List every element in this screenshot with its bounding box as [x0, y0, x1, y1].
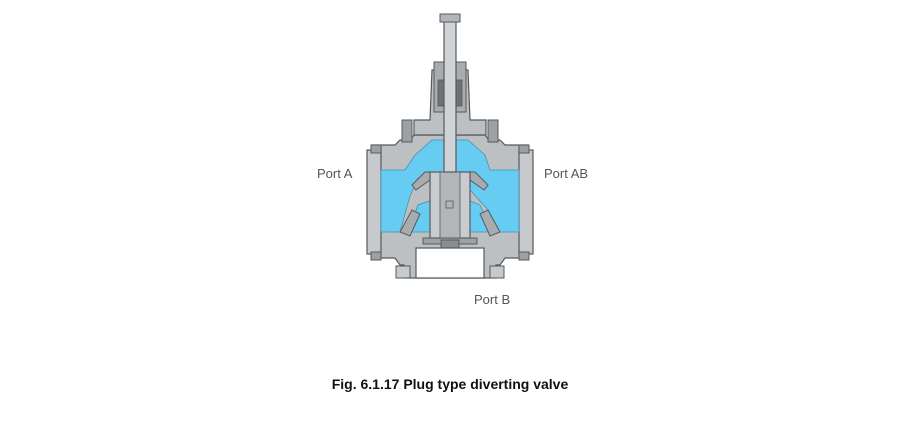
stem-top-cap [439, 13, 461, 23]
figure-caption: Fig. 6.1.17 Plug type diverting valve [331, 376, 569, 392]
port-ab-flange-lip-top [518, 144, 530, 154]
port-a-label: Port A [317, 166, 353, 181]
port-ab-flange-lip-bottom [518, 251, 530, 261]
port-a-flange-lip-bottom [370, 251, 382, 261]
plug-stem-section [439, 171, 461, 239]
port-a-flange-lip-top [370, 144, 382, 154]
valve-stem [443, 19, 457, 173]
port-b-flange-left [395, 265, 411, 279]
plug-nut [440, 239, 460, 249]
plug-marker [445, 200, 454, 209]
bonnet-bolt-left [401, 119, 413, 143]
port-ab-flange [518, 149, 534, 255]
lower-seat-wall-right [479, 209, 501, 237]
port-b-flange-right [489, 265, 505, 279]
port-b-label: Port B [474, 292, 511, 307]
port-b-outlet [415, 247, 485, 279]
bonnet-bolt-right [487, 119, 499, 143]
port-ab-label: Port AB [544, 166, 589, 181]
port-a-flange [366, 149, 382, 255]
lower-seat-wall [399, 209, 421, 237]
